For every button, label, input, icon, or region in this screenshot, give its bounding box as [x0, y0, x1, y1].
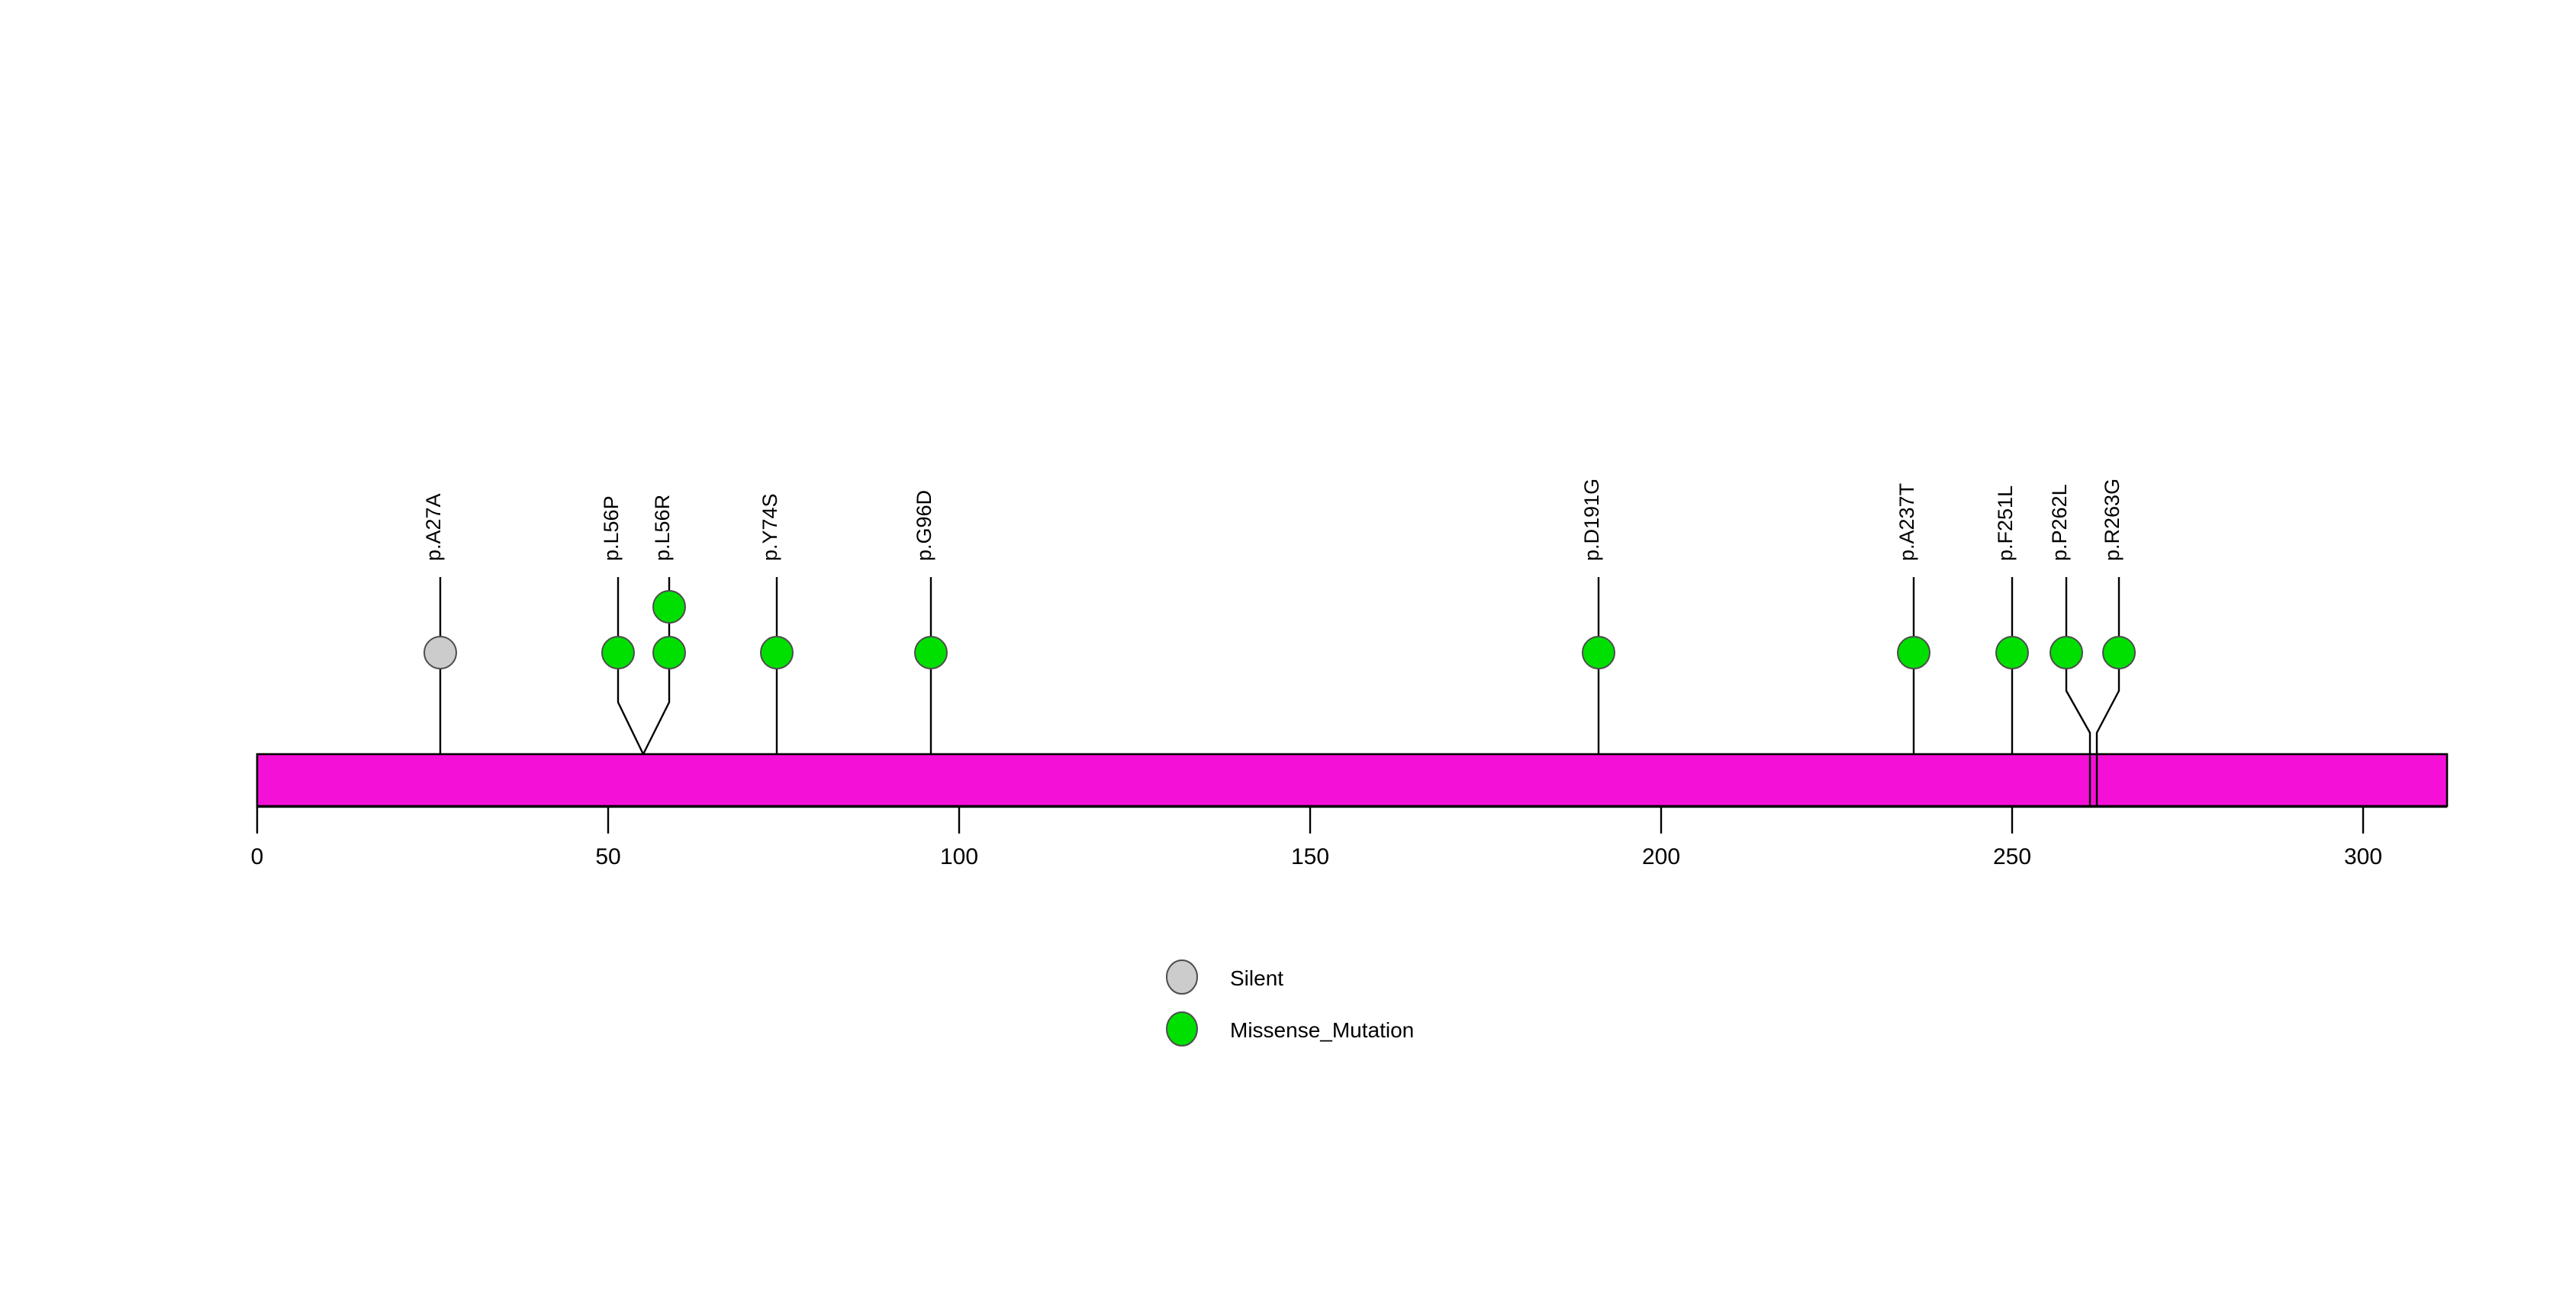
x-tick-label-300: 300 — [2344, 844, 2382, 869]
lollipop-marker-p-L56P[interactable] — [601, 636, 635, 669]
lollipop-p-L56R[interactable]: p.L56R — [642, 495, 686, 755]
lollipop-marker-p-P262L[interactable] — [2050, 636, 2083, 669]
lollipop-label-p-G96D: p.G96D — [913, 490, 935, 561]
chart-legend: Silent Missense_Mutation — [1166, 959, 1414, 1047]
lollipop-label-p-L56P: p.L56P — [600, 495, 623, 561]
lollipop-marker-p-L56R-2[interactable] — [652, 590, 686, 624]
lollipop-p-A27A[interactable]: p.A27A — [422, 493, 457, 754]
lollipop-p-A237T[interactable]: p.A237T — [1895, 483, 1930, 754]
x-tick-label-250: 250 — [1993, 844, 2031, 869]
lollipop-stem-p-R263G — [2095, 577, 2120, 806]
lollipop-p-P262L[interactable]: p.P262L — [2048, 484, 2091, 806]
x-tick-label-50: 50 — [595, 844, 620, 869]
lollipop-p-Y74S[interactable]: p.Y74S — [758, 493, 794, 754]
lollipop-label-p-A27A: p.A27A — [422, 493, 445, 561]
lollipop-p-D191G[interactable]: p.D191G — [1580, 479, 1615, 754]
lollipop-marker-p-F251L[interactable] — [1995, 636, 2029, 669]
lollipop-marker-p-R263G[interactable] — [2102, 636, 2136, 669]
legend-item-missense-mutation[interactable]: Missense_Mutation — [1166, 1011, 1414, 1047]
lollipop-p-G96D[interactable]: p.G96D — [913, 490, 948, 754]
legend-label-missense-mutation: Missense_Mutation — [1230, 1018, 1414, 1042]
lollipop-marker-p-A27A[interactable] — [423, 636, 457, 669]
lollipop-label-p-D191G: p.D191G — [1580, 479, 1603, 561]
lollipop-label-p-P262L: p.P262L — [2048, 484, 2071, 561]
lollipop-stem-p-P262L — [2065, 577, 2091, 806]
lollipop-label-p-L56R: p.L56R — [651, 495, 674, 561]
lollipop-label-p-F251L: p.F251L — [1994, 485, 2017, 561]
lollipop-marker-p-L56R-1[interactable] — [652, 636, 686, 669]
lollipop-label-p-R263G: p.R263G — [2101, 479, 2124, 561]
x-tick-label-100: 100 — [940, 844, 978, 869]
protein-backbone-rect — [256, 753, 2449, 808]
legend-item-silent[interactable]: Silent — [1166, 959, 1283, 995]
lollipop-marker-p-G96D[interactable] — [914, 636, 948, 669]
lollipop-p-R263G[interactable]: p.R263G — [2095, 479, 2136, 806]
x-axis-ticks — [256, 807, 2365, 834]
x-tick-label-200: 200 — [1642, 844, 1680, 869]
x-tick-label-150: 150 — [1291, 844, 1329, 869]
legend-marker-missense-mutation — [1166, 1011, 1198, 1047]
x-axis-tick-labels: 0 50 100 150 200 250 300 — [251, 844, 2382, 869]
lollipop-label-p-A237T: p.A237T — [1895, 483, 1918, 561]
lollipop-marker-p-Y74S[interactable] — [760, 636, 794, 669]
lollipop-marker-p-A237T[interactable] — [1897, 636, 1930, 669]
lollipop-p-F251L[interactable]: p.F251L — [1994, 485, 2029, 754]
lollipop-p-L56P[interactable]: p.L56P — [600, 495, 645, 755]
lollipop-marker-p-D191G[interactable] — [1582, 636, 1615, 669]
legend-label-silent: Silent — [1230, 966, 1283, 990]
x-tick-label-0: 0 — [251, 844, 264, 869]
lollipop-label-p-Y74S: p.Y74S — [758, 493, 781, 561]
legend-marker-silent — [1166, 959, 1198, 995]
lollipop-stem-p-L56P — [617, 577, 645, 755]
